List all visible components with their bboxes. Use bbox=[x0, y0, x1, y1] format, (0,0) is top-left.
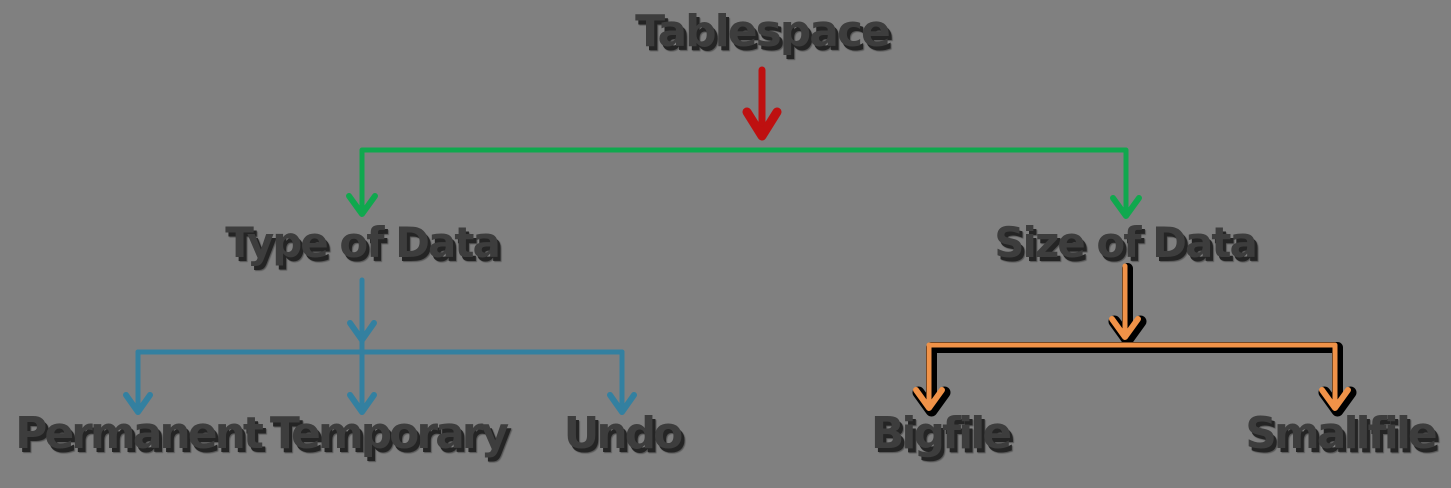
level1-right-arrowhead-icon bbox=[1110, 195, 1142, 219]
temporary-arrowhead-icon bbox=[347, 392, 377, 415]
node-permanent: Permanent bbox=[15, 408, 264, 459]
type-branch-mid-arrowhead-icon bbox=[347, 320, 377, 343]
root-arrow bbox=[742, 66, 782, 141]
size-branch-bar-outline bbox=[926, 342, 1343, 411]
level1-left-arrowhead-icon bbox=[346, 193, 378, 217]
permanent-arrowhead-icon bbox=[123, 392, 153, 415]
size-branch-outline-layer bbox=[912, 263, 1357, 417]
node-temporary: Temporary bbox=[269, 408, 509, 459]
root-arrowhead-icon bbox=[742, 107, 782, 141]
size-branch-mid-arrowhead-icon bbox=[1109, 316, 1141, 340]
node-tablespace: Tablespace bbox=[635, 6, 891, 57]
smallfile-arrowhead-icon bbox=[1319, 387, 1351, 411]
undo-arrowhead-icon bbox=[607, 392, 637, 415]
type-branch-connector bbox=[123, 277, 637, 415]
bigfile-arrowhead-icon bbox=[913, 387, 945, 411]
node-bigfile: Bigfile bbox=[870, 408, 1012, 459]
node-type-of-data: Type of Data bbox=[225, 218, 501, 267]
node-smallfile: Smallfile bbox=[1245, 408, 1438, 459]
level1-connector bbox=[346, 147, 1142, 219]
level1-connector-path bbox=[359, 147, 1129, 215]
size-branch-bar bbox=[926, 342, 1338, 406]
node-size-of-data: Size of Data bbox=[994, 218, 1258, 267]
size-branch-connector bbox=[913, 263, 1351, 411]
node-undo: Undo bbox=[563, 408, 684, 459]
